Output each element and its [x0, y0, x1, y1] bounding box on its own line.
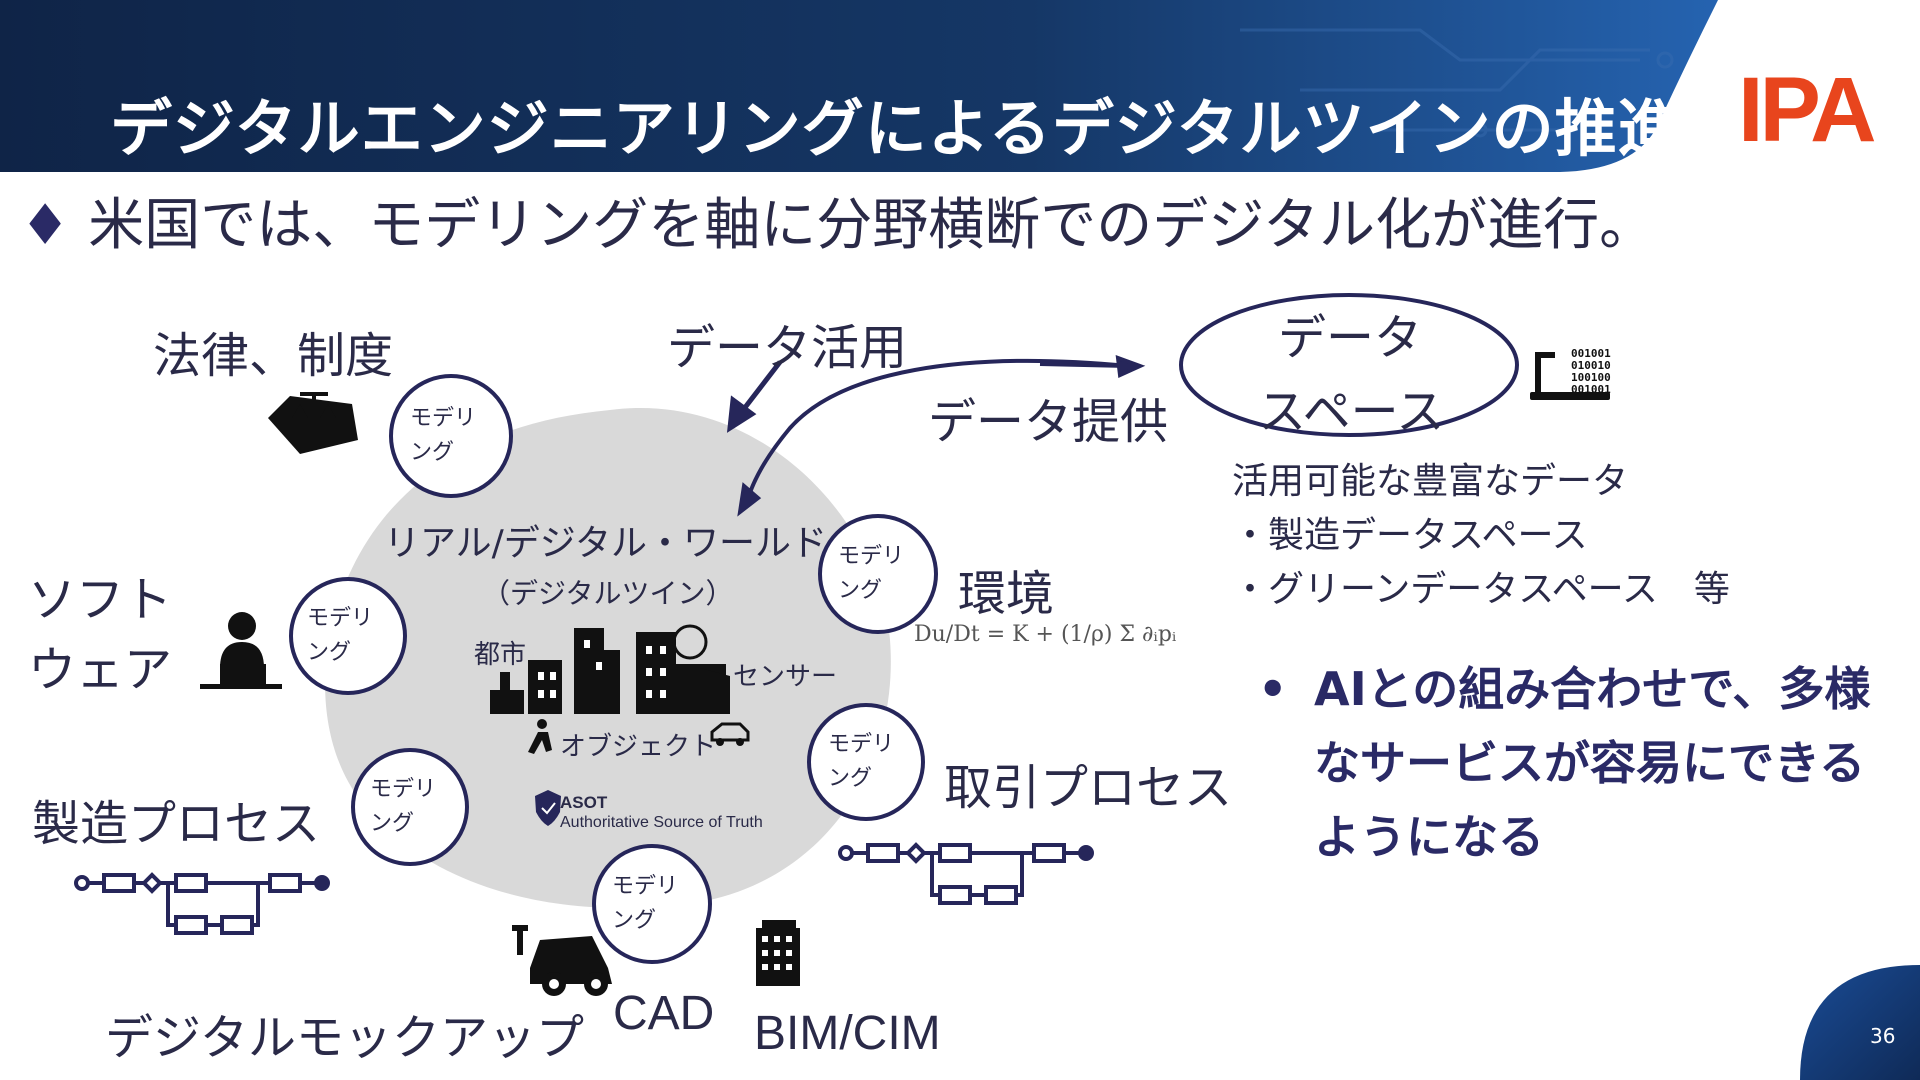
modeling-label-line2: ング — [307, 640, 352, 665]
bim-building-windows — [762, 936, 792, 970]
modeling-circle-manufacturing — [351, 748, 469, 866]
header-circuit-decoration — [1240, 28, 1674, 138]
navier-stokes-formula: Du/Dt = K + (1/ρ) Σ ∂ᵢpᵢ — [914, 622, 1177, 647]
label-digital-mockup: デジタルモックアップ — [105, 1010, 585, 1066]
binary-data-text: 001001 010010 100100 001001 — [1571, 348, 1611, 396]
modeling-label-line2: ング — [828, 766, 873, 791]
modeling-label-trade: モデリング — [828, 728, 918, 796]
modeling-label-law: モデリング — [410, 402, 500, 470]
modeling-label-line1: モデリ — [612, 874, 679, 899]
law-book-icon — [268, 392, 358, 454]
small-car-icon — [710, 722, 750, 746]
binary-line-3: 100100 — [1571, 371, 1611, 384]
modeling-circle-law — [389, 374, 513, 498]
manufacturing-process-flow-icon — [74, 872, 330, 935]
modeling-circles — [289, 374, 938, 964]
data-provide-arrow — [737, 355, 1146, 517]
sensor-label: センサー — [733, 662, 838, 692]
shield-icon — [535, 790, 561, 826]
label-manufacturing: 製造プロセス — [32, 796, 321, 852]
subtitle-text: 米国では、モデリングを軸に分野横断でのデジタル化が進行。 — [88, 193, 1656, 258]
modeling-label-line2: ング — [838, 578, 883, 603]
modeling-label-line1: モデリ — [828, 732, 895, 757]
data-use-arrow — [726, 360, 782, 433]
diamond-bullet-icon: ♦ — [20, 193, 71, 258]
page-number: 36 — [1870, 1024, 1896, 1048]
asot-subtitle: Authoritative Source of Truth — [560, 814, 763, 831]
header-band — [0, 0, 1718, 172]
label-cad: CAD — [613, 987, 715, 1040]
page-number-corner — [1800, 965, 1920, 1080]
center-subtitle: （デジタルツイン） — [482, 577, 734, 610]
trade-process-flow-icon — [838, 842, 1094, 905]
modeling-label-line1: モデリ — [410, 406, 477, 431]
binary-line-4: 001001 — [1571, 383, 1611, 396]
label-software-line2: ウェア — [28, 642, 173, 698]
data-space-label-line2: スペース — [1258, 384, 1445, 440]
ai-bullet: • AIとの組み合わせで、多様なサービスが容易にできるようになる — [1258, 652, 1898, 874]
modeling-circle-mockup — [592, 844, 712, 964]
label-environment: 環境 — [958, 566, 1055, 622]
modeling-circle-environment — [818, 514, 938, 634]
modeling-label-mockup: モデリング — [612, 870, 702, 938]
modeling-label-line2: ング — [612, 908, 657, 933]
modeling-label-line1: モデリ — [370, 777, 437, 802]
bullet-dot-icon: • — [1258, 662, 1288, 716]
modeling-label-line2: ング — [370, 811, 415, 836]
binary-laptop-icon — [1530, 352, 1610, 400]
city-label: 都市 — [474, 640, 527, 670]
label-law: 法律、制度 — [153, 328, 394, 384]
person-laptop-icon — [200, 612, 282, 689]
subtitle: ♦ 米国では、モデリングを軸に分野横断でのデジタル化が進行。 — [20, 180, 1655, 261]
label-bim-cim: BIM/CIM — [754, 1007, 941, 1060]
ai-bullet-text: AIとの組み合わせで、多様なサービスが容易にできるようになる — [1314, 662, 1871, 864]
data-space-ellipse — [1179, 293, 1519, 437]
binary-line-1: 001001 — [1571, 347, 1611, 360]
walking-person-icon — [528, 719, 552, 754]
label-data-use: データ活用 — [667, 320, 908, 376]
binary-line-2: 010010 — [1571, 359, 1611, 372]
label-trade-process: 取引プロセス — [944, 760, 1233, 816]
modeling-label-software: モデリング — [307, 602, 397, 670]
data-space-item-manufacturing: ・製造データスペース — [1232, 515, 1588, 556]
modeling-label-line1: モデリ — [838, 544, 905, 569]
data-space-label-line1: データ — [1278, 310, 1423, 366]
modeling-circle-software — [289, 577, 407, 695]
modeling-label-line2: ング — [410, 440, 455, 465]
city-windows — [538, 640, 666, 698]
modeling-label-environment: モデリング — [838, 540, 928, 608]
center-title: リアル/デジタル・ワールド — [384, 523, 828, 564]
modeling-label-line1: モデリ — [307, 606, 374, 631]
label-software-line1: ソフト — [28, 572, 173, 628]
modeling-circle-trade — [807, 703, 925, 821]
data-space-description: 活用可能な豊富なデータ — [1232, 461, 1629, 502]
modeling-label-manufacturing: モデリング — [370, 773, 460, 841]
slide-title: デジタルエンジニアリングによるデジタルツインの推進 — [110, 92, 1681, 165]
asot-title: ASOT — [560, 793, 608, 812]
label-data-provide: データ提供 — [928, 394, 1169, 450]
ipa-logo: IPA — [1738, 59, 1877, 161]
data-space-item-green: ・グリーンデータスペース 等 — [1232, 569, 1730, 610]
object-label: オブジェクト — [560, 732, 717, 762]
cad-car-icon — [512, 925, 612, 996]
